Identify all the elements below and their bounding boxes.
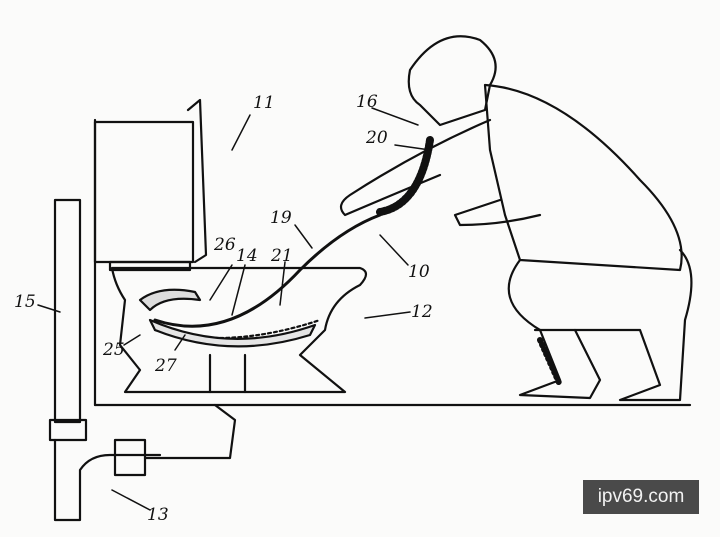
label-26: 26: [214, 235, 236, 255]
label-27: 27: [155, 356, 177, 376]
label-21: 21: [271, 246, 293, 266]
label-11: 11: [253, 93, 275, 113]
toilet-tank: [93, 98, 208, 272]
label-12: 12: [411, 302, 433, 322]
label-14: 14: [236, 246, 258, 266]
hose: [153, 213, 382, 328]
vent-pipe: [48, 198, 237, 522]
man-figure: [339, 35, 693, 402]
label-19: 19: [270, 208, 292, 228]
toilet-bowl: [110, 266, 368, 394]
label-10: 10: [408, 262, 430, 282]
label-20: 20: [366, 128, 388, 148]
watermark: ipv69.com: [583, 480, 699, 514]
label-25: 25: [103, 340, 125, 360]
label-15: 15: [14, 292, 36, 312]
label-16: 16: [356, 92, 378, 112]
leader-lines: [37, 107, 431, 511]
label-13: 13: [147, 505, 169, 525]
bellows-tube: [376, 136, 434, 216]
